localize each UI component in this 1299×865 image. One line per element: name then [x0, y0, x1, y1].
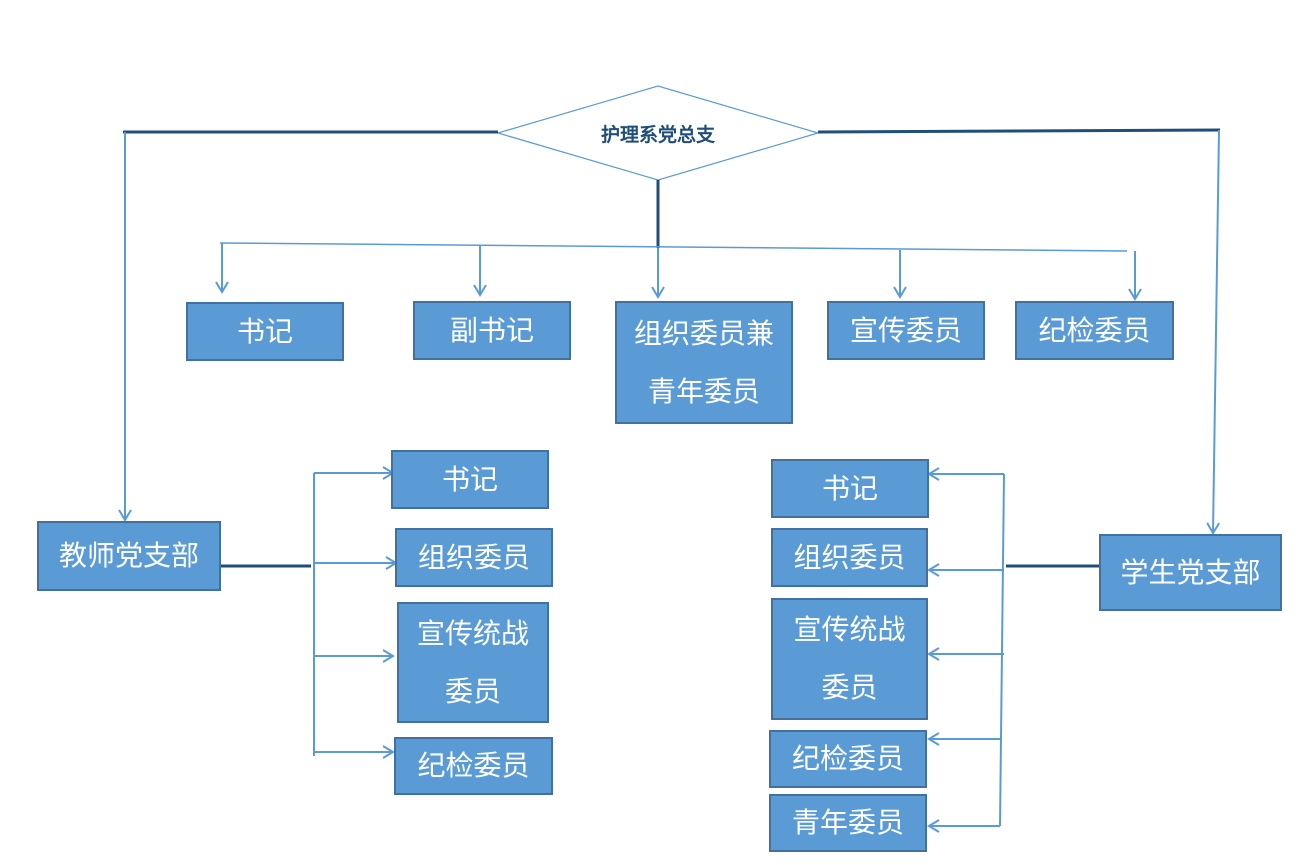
student-member-organization: 组织委员 [771, 528, 928, 587]
student-member-youth-label: 青年委员 [791, 806, 904, 839]
teacher-member-organization-label: 组织委员 [417, 540, 530, 574]
committee-secretary-label: 书记 [236, 314, 293, 348]
committee-organization-youth-line1: 组织委员兼 [633, 316, 774, 350]
committee-secretary: 书记 [186, 302, 344, 361]
committee-discipline-label: 纪检委员 [1038, 313, 1151, 347]
student-member-youth: 青年委员 [769, 794, 927, 852]
committee-deputy-secretary-label: 副书记 [449, 313, 534, 347]
teacher-branch: 教师党支部 [37, 521, 221, 591]
root-label: 护理系党总支 [600, 123, 715, 146]
teacher-member-propaganda-line1: 宣传统战 [416, 616, 529, 650]
student-member-secretary: 书记 [771, 459, 929, 518]
teacher-member-secretary-label: 书记 [441, 462, 498, 496]
student-member-organization-label: 组织委员 [793, 540, 906, 574]
student-member-propaganda-line2: 委员 [821, 671, 878, 704]
committee-discipline: 纪检委员 [1015, 301, 1174, 360]
committee-propaganda: 宣传委员 [827, 301, 985, 360]
teacher-member-discipline-label: 纪检委员 [417, 749, 530, 782]
teacher-branch-label: 教师党支部 [58, 539, 199, 572]
student-member-discipline-label: 纪检委员 [791, 742, 904, 775]
student-member-secretary-label: 书记 [821, 471, 878, 505]
student-member-propaganda-line1: 宣传统战 [793, 613, 906, 646]
student-member-propaganda: 宣传统战 委员 [771, 598, 928, 720]
teacher-member-propaganda: 宣传统战 委员 [397, 602, 549, 723]
teacher-member-discipline: 纪检委员 [394, 737, 553, 795]
committee-propaganda-label: 宣传委员 [849, 313, 962, 347]
student-member-discipline: 纪检委员 [769, 730, 927, 788]
committee-deputy-secretary: 副书记 [413, 301, 571, 360]
teacher-member-organization: 组织委员 [395, 528, 553, 587]
teacher-member-secretary: 书记 [391, 450, 549, 509]
root-diamond [495, 85, 821, 181]
student-branch-label: 学生党支部 [1120, 555, 1261, 589]
committee-organization-youth-line2: 青年委员 [647, 374, 760, 408]
committee-organization-youth: 组织委员兼 青年委员 [615, 301, 793, 424]
student-branch: 学生党支部 [1099, 534, 1282, 611]
teacher-member-propaganda-line2: 委员 [444, 674, 501, 708]
